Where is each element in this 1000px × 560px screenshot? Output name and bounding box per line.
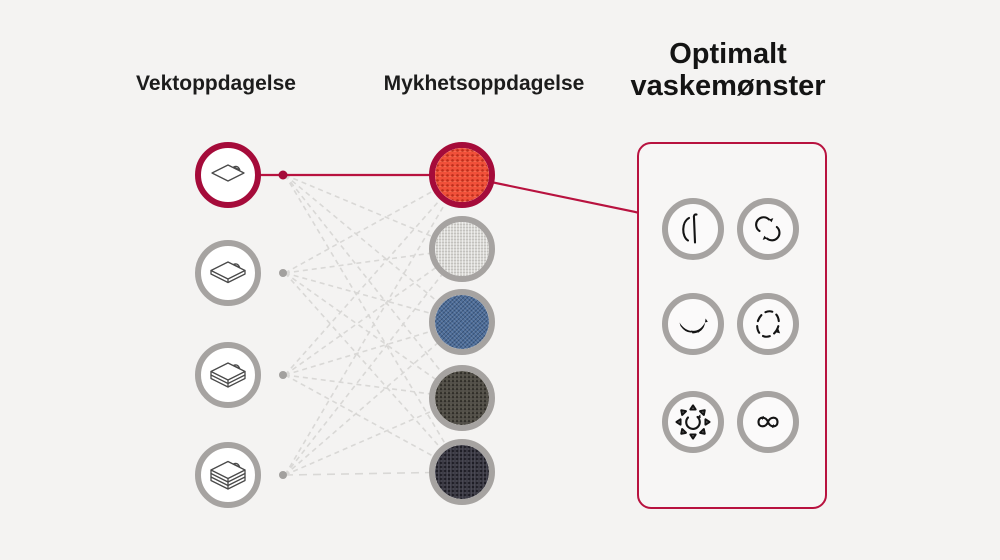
pattern-node-4 [737, 293, 799, 355]
weight-node-1-dot [278, 170, 288, 180]
weight-node-2 [195, 240, 261, 306]
pattern-node-6 [737, 391, 799, 453]
double-rotation-motion-icon [755, 216, 781, 242]
circular-motion-icon [756, 310, 781, 338]
scrub-burst-motion-icon [675, 404, 711, 440]
fabric-swatch-blue-denim [435, 295, 489, 349]
column-title-optimal: Optimalt vaskemønster [630, 38, 826, 103]
softness-node-4 [429, 365, 495, 431]
weight-node-1 [195, 142, 261, 208]
rocking-motion-icon [679, 318, 708, 334]
softness-node-1 [429, 142, 495, 208]
gray-node-dots [279, 269, 287, 479]
infinity-motion-icon [757, 415, 779, 429]
fabric-sheet-single-icon [211, 164, 245, 182]
fabric-sheet-slab-icon [210, 261, 246, 284]
weight-node-4 [195, 442, 261, 508]
fabric-swatch-charcoal-weave [435, 445, 489, 499]
softness-node-2 [429, 216, 495, 282]
fabric-swatch-light-linen [435, 222, 489, 276]
softness-node-3 [429, 289, 495, 355]
softness-node-5 [429, 439, 495, 505]
column-title-softness: Mykhetsoppdagelse [383, 72, 585, 95]
fabric-swatch-dark-olive-knit [435, 371, 489, 425]
pattern-node-5 [662, 391, 724, 453]
tumble-motion-icon [682, 213, 698, 244]
column-title-weight: Vektoppdagelse [136, 72, 296, 95]
optimal-pattern-panel [637, 142, 827, 509]
fabric-sheet-double-stack-icon [210, 362, 246, 388]
pattern-node-2 [737, 198, 799, 260]
fabric-swatch-orange-mesh [435, 148, 489, 202]
fabric-sheet-thick-stack-icon [210, 460, 246, 490]
weight-node-3 [195, 342, 261, 408]
pattern-node-1 [662, 198, 724, 260]
pattern-node-3 [662, 293, 724, 355]
